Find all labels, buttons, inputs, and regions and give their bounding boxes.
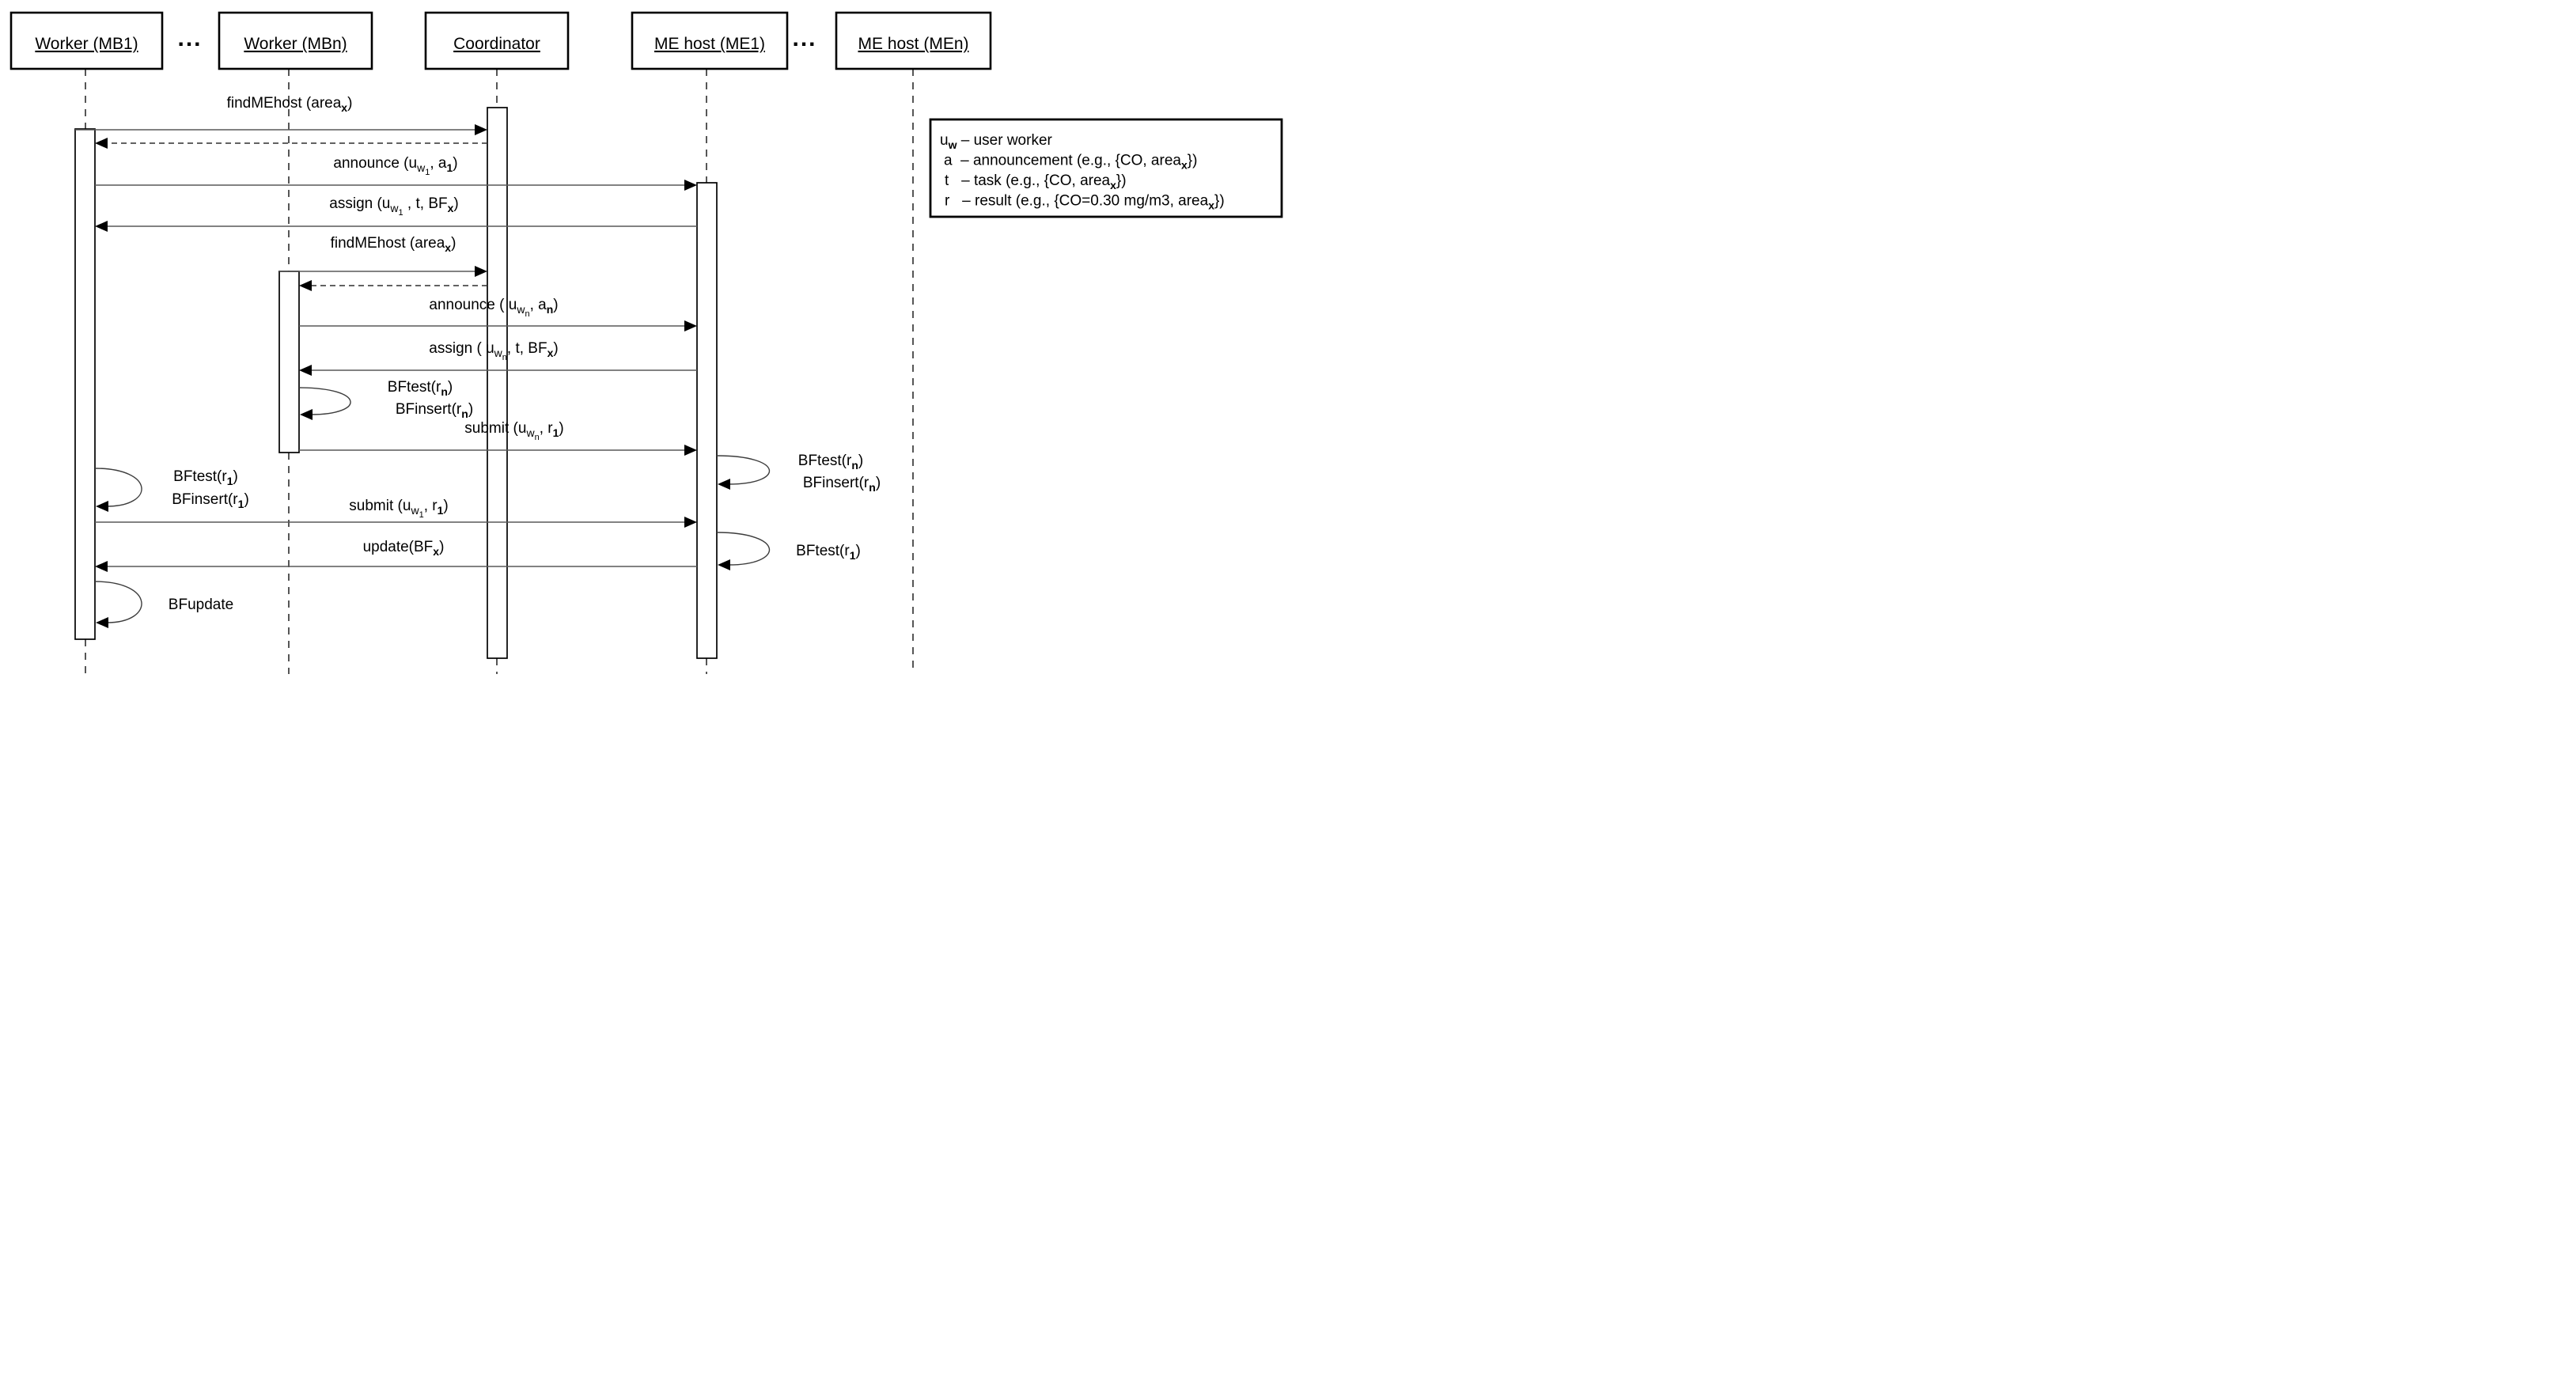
activation-bar-worker-mbn: [278, 271, 300, 453]
actor-box-me-host-me1: [631, 11, 789, 70]
activation-bar-me-host-me1: [696, 182, 718, 659]
self-loop-arrowhead-mb1-bftest-bfinsert: [96, 501, 108, 512]
self-loop-label-me1-bftest-r1-0: BFtest(r1): [796, 543, 861, 562]
sequence-diagram: Worker (MB1) Worker (MBn) Coordinator ME ho…: [9, 11, 1283, 674]
arrowhead-update: [95, 561, 108, 572]
self-loop-mb1-bftest-bfinsert: [94, 468, 142, 507]
arrowhead-findmehost-1: [475, 124, 487, 135]
self-loop-label-mb1-bftest-bfinsert-1: BFinsert(r1): [172, 491, 249, 510]
arrowhead-announce-2: [684, 320, 697, 331]
actor-label-me-host-men: ME host (MEn): [858, 35, 968, 53]
self-loop-me1-bftest-bfinsert: [716, 455, 771, 485]
self-loop-arrowhead-mbn-bftest-bfinsert: [300, 409, 313, 420]
arrowhead-assign-2: [299, 365, 312, 376]
arrowhead-return-2: [299, 280, 312, 291]
self-loop-label-mb1-bfupdate-0: BFupdate: [169, 597, 233, 613]
self-loop-mb1-bfupdate: [94, 581, 142, 623]
arrowhead-announce-1: [684, 180, 697, 191]
actor-label-worker-mbn: Worker (MBn): [244, 35, 347, 53]
legend-line-1: a – announcement (e.g., {CO, areax}): [944, 153, 1197, 172]
message-label-submit-1: submit (uw1, r1): [349, 498, 448, 520]
message-label-announce-1: announce (uw1, a1): [333, 155, 457, 177]
actor-box-coordinator: [424, 11, 570, 70]
arrowhead-return-1: [95, 138, 108, 149]
actor-label-coordinator: Coordinator: [453, 35, 540, 53]
actor-label-me-host-me1: ME host (ME1): [654, 35, 765, 53]
arrowhead-submit-1: [684, 517, 697, 528]
self-loop-mbn-bftest-bfinsert: [298, 387, 351, 415]
self-loop-arrowhead-me1-bftest-bfinsert: [718, 479, 730, 490]
self-loop-me1-bftest-r1: [716, 532, 771, 566]
arrowhead-submit-n: [684, 445, 697, 456]
self-loop-label-mb1-bftest-bfinsert-0: BFtest(r1): [173, 468, 238, 487]
arrowhead-findmehost-2: [475, 266, 487, 277]
message-label-findmehost-2: findMEhost (areax): [331, 235, 456, 254]
legend-line-2: t – task (e.g., {CO, areax}): [945, 172, 1127, 191]
self-loop-arrowhead-me1-bftest-r1: [718, 559, 730, 570]
legend-line-3: r – result (e.g., {CO=0.30 mg/m3, areax}…: [945, 193, 1225, 212]
self-loop-arrowhead-mb1-bfupdate: [96, 617, 108, 628]
self-loop-label-me1-bftest-bfinsert-0: BFtest(rn): [798, 453, 863, 472]
actor-label-worker-mb1: Worker (MB1): [35, 35, 138, 53]
actor-box-worker-mb1: [9, 11, 164, 70]
message-label-assign-2: assign ( uwn, t, BFx): [429, 340, 558, 362]
sequence-diagram-canvas: Worker (MB1) Worker (MBn) Coordinator ME ho…: [0, 0, 1288, 688]
message-label-announce-2: announce ( uwn, an): [429, 297, 558, 319]
actor-box-me-host-men: [835, 11, 992, 70]
actor-box-worker-mbn: [218, 11, 373, 70]
self-loop-label-me1-bftest-bfinsert-1: BFinsert(rn): [803, 475, 881, 494]
activation-bar-worker-mb1: [74, 128, 96, 640]
ellipsis-dots-workers: ...: [177, 25, 202, 51]
self-loop-label-mbn-bftest-bfinsert-0: BFtest(rn): [388, 379, 453, 398]
message-label-findmehost-1: findMEhost (areax): [227, 95, 353, 114]
legend-line-0: uw – user worker: [940, 132, 1053, 151]
message-label-update: update(BFx): [363, 539, 445, 558]
message-label-assign-1: assign (uw1 , t, BFx): [329, 195, 458, 218]
self-loop-label-mbn-bftest-bfinsert-1: BFinsert(rn): [396, 401, 473, 420]
message-label-submit-n: submit (uwn, r1): [464, 420, 563, 442]
activation-bar-coordinator: [487, 107, 508, 659]
arrowhead-assign-1: [95, 221, 108, 232]
ellipsis-dots-me-hosts: ...: [792, 25, 816, 51]
legend-box: [929, 118, 1283, 218]
